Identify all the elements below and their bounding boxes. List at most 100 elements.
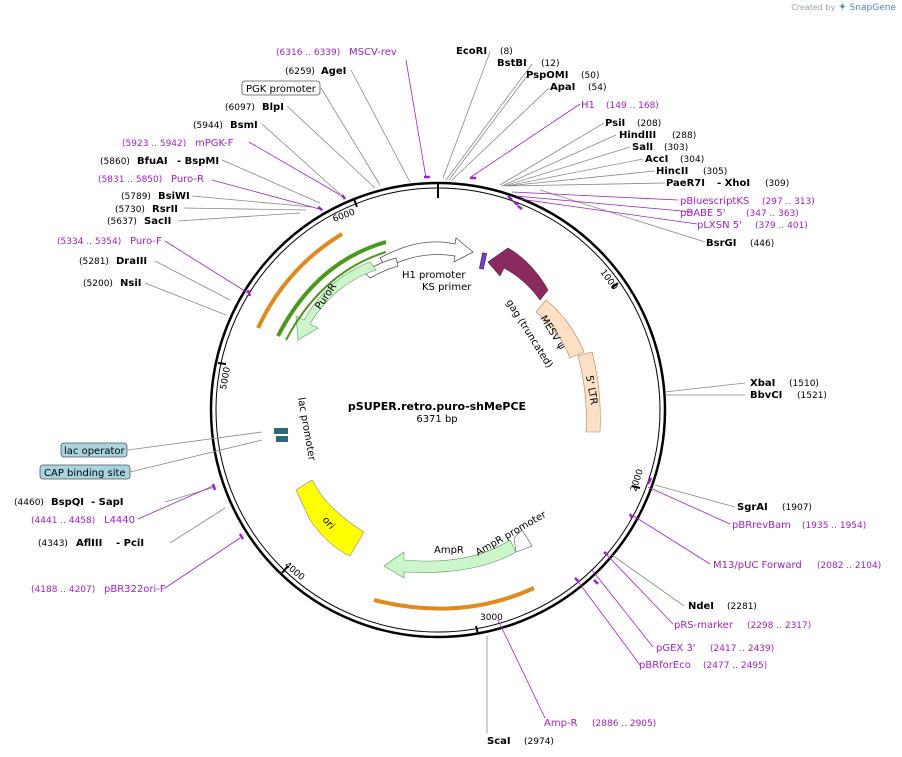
svg-text:SalI: SalI	[632, 142, 653, 153]
enzyme-bsrgi: BsrGI (446)	[706, 238, 774, 249]
svg-text:AccI: AccI	[645, 154, 668, 165]
primer-pbabe-5: pBABE 5' (347 .. 363)	[680, 208, 799, 219]
h1-promoter-label: H1 promoter	[402, 270, 466, 281]
svg-text:BspQI: BspQI	[51, 497, 84, 508]
enzyme-bstbi: BstBI (12)	[497, 58, 559, 69]
svg-text:(2974): (2974)	[524, 737, 554, 747]
enzyme-hincii: HincII (305)	[656, 166, 727, 177]
enzyme-afliii-pcii: (4343) AflIII - PciI	[38, 538, 144, 549]
gag-arrow	[487, 247, 549, 301]
enzyme-draiii: (5281) DraIII	[79, 256, 147, 267]
primer-l4440: (4441 .. 4458) L4440	[31, 515, 135, 526]
enzyme-sgrai: SgrAI (1907)	[737, 502, 812, 513]
enzyme-apai: ApaI (54)	[550, 82, 606, 93]
svg-text:BsmI: BsmI	[230, 120, 258, 131]
credit-brand: SnapGene	[849, 2, 896, 13]
credit-prefix: Created by	[791, 3, 836, 12]
svg-text:HindIII: HindIII	[619, 130, 656, 141]
svg-text:(5789): (5789)	[121, 192, 151, 202]
svg-text:(309): (309)	[765, 179, 789, 189]
svg-text:(2417 .. 2439): (2417 .. 2439)	[710, 644, 774, 654]
primer-pbluescriptks: pBluescriptKS (297 .. 313)	[680, 196, 815, 207]
svg-text:pBABE 5': pBABE 5'	[680, 208, 726, 219]
svg-text:3000: 3000	[480, 613, 503, 623]
svg-text:NdeI: NdeI	[688, 601, 714, 612]
ampr-label: AmpR	[434, 545, 464, 556]
svg-text:PsiI: PsiI	[605, 118, 625, 129]
primer-leaders	[137, 59, 731, 719]
enzyme-ndei: NdeI (2281)	[688, 601, 757, 612]
svg-text:PGK promoter: PGK promoter	[246, 84, 317, 95]
enzyme-bbvci: BbvCI (1521)	[750, 390, 827, 401]
green-arc-outer	[276, 240, 387, 337]
svg-text:pBRforEco: pBRforEco	[639, 660, 691, 671]
svg-text:XbaI: XbaI	[750, 378, 775, 389]
svg-text:(4441 .. 4458): (4441 .. 4458)	[31, 516, 95, 526]
lac-feature-2	[276, 436, 288, 442]
svg-text:(4188 .. 4207): (4188 .. 4207)	[31, 585, 95, 595]
cap-binding-site-box: CAP binding site	[39, 464, 131, 480]
svg-text:BlpI: BlpI	[262, 102, 284, 113]
plasmid-name: pSUPER.retro.puro-shMePCE	[348, 400, 526, 413]
svg-text:(5281): (5281)	[79, 257, 109, 267]
svg-text:(5200): (5200)	[83, 279, 113, 289]
ori-arrow	[295, 479, 365, 557]
svg-text:- PciI: - PciI	[116, 538, 144, 549]
tick-5000: 5000	[217, 362, 233, 391]
svg-text:(303): (303)	[664, 143, 688, 153]
svg-text:EcoRI: EcoRI	[456, 46, 487, 57]
svg-text:H1 promoter: H1 promoter	[402, 270, 466, 281]
svg-text:CAP binding site: CAP binding site	[44, 468, 126, 479]
svg-text:AflIII: AflIII	[76, 538, 102, 549]
svg-text:(5637): (5637)	[107, 217, 137, 227]
primer-mpgk-f: (5923 .. 5942) mPGK-F	[122, 138, 234, 149]
svg-text:BbvCI: BbvCI	[750, 390, 782, 401]
svg-text:(4460): (4460)	[14, 498, 44, 508]
svg-text:(1510): (1510)	[789, 379, 819, 389]
svg-text:(208): (208)	[637, 119, 661, 129]
primer-h1: H1 (149 .. 168)	[581, 100, 659, 111]
svg-text:BsrGI: BsrGI	[706, 238, 736, 249]
svg-text:6000: 6000	[332, 207, 357, 224]
enzyme-psii: PsiI (208)	[605, 118, 661, 129]
ks-marker	[479, 252, 487, 270]
svg-text:5' LTR: 5' LTR	[583, 375, 599, 406]
enzyme-blpi: (6097) BlpI	[225, 102, 284, 113]
ltr-box	[577, 351, 601, 433]
enzyme-ecori: EcoRI (8)	[456, 46, 513, 57]
snapgene-logo-icon: ✦	[838, 2, 847, 13]
ampr-arrow	[383, 539, 517, 579]
enzyme-nsii: (5200) NsiI	[83, 278, 141, 289]
primer-puro-r: (5831 .. 5850) Puro-R	[98, 174, 204, 185]
svg-text:pRS-marker: pRS-marker	[674, 620, 734, 631]
svg-text:(1521): (1521)	[797, 391, 827, 401]
lac-operator-box: lac operator	[60, 442, 128, 458]
lac-promoter-label: lac promoter	[295, 397, 317, 463]
svg-text:(5334 .. 5354): (5334 .. 5354)	[57, 237, 121, 247]
svg-text:pBRrevBam: pBRrevBam	[732, 520, 791, 531]
green-arc-inner	[285, 251, 387, 341]
enzyme-bsmi: (5944) BsmI	[193, 120, 258, 131]
svg-text:(54): (54)	[588, 83, 606, 93]
enzyme-scai: ScaI (2974)	[487, 736, 554, 747]
svg-text:(2886 .. 2905): (2886 .. 2905)	[592, 719, 656, 729]
svg-text:pBR322ori-F: pBR322ori-F	[104, 584, 166, 595]
svg-text:lac promoter: lac promoter	[295, 397, 317, 463]
primer-pgex-3: pGEX 3' (2417 .. 2439)	[656, 643, 774, 654]
primer-marks	[211, 175, 653, 585]
pgk-promoter-box: PGK promoter	[241, 80, 321, 96]
enzyme-bfuai-bspmi: (5860) BfuAI - BspMI	[100, 156, 219, 167]
svg-text:1000: 1000	[598, 268, 620, 293]
snapgene-credit: Created by ✦ SnapGene	[791, 2, 896, 13]
primer-puro-f: (5334 .. 5354) Puro-F	[57, 236, 162, 247]
svg-text:Puro-R: Puro-R	[171, 174, 204, 185]
svg-text:(5860): (5860)	[100, 157, 130, 167]
enzyme-leaders	[127, 51, 746, 733]
svg-text:(1935 .. 1954): (1935 .. 1954)	[802, 521, 866, 531]
svg-text:pLXSN 5': pLXSN 5'	[697, 220, 742, 231]
ks-primer-arrow	[363, 257, 399, 279]
orange-arc-bottom	[373, 586, 535, 611]
h1-promoter-arrow	[379, 237, 474, 269]
enzyme-hindiii: HindIII (288)	[619, 130, 696, 141]
